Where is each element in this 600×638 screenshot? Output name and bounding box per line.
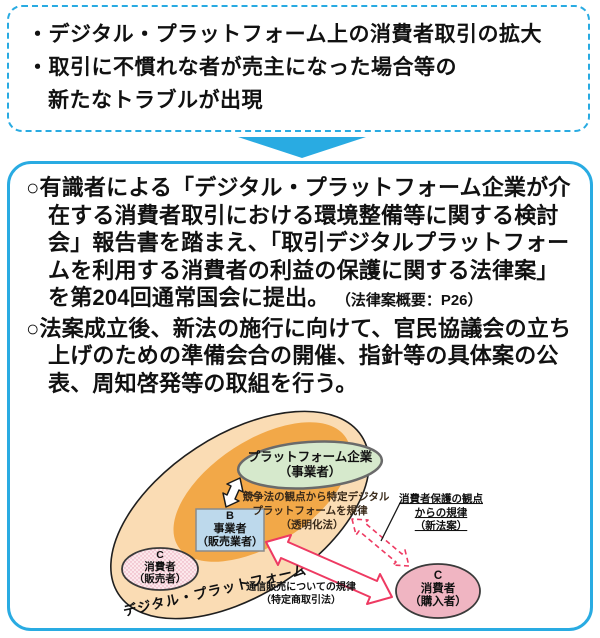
seller-b-label-line1: B [226,510,234,522]
paragraph-law-submission-text: ○有識者による「デジタル・プラットフォーム企業が介在する消費者取引における環境整… [26,175,571,310]
competition-note-line3: （透明化法） [281,518,344,531]
response-box: ○有識者による「デジタル・プラットフォーム企業が介在する消費者取引における環境整… [7,161,593,631]
platform-company-label-line2: （事業者） [279,464,342,479]
bullet-item-2: ・取引に不慣れな者が売主になった場合等の [27,56,457,79]
platform-company-ellipse [236,440,384,490]
seller-b-box [195,508,265,552]
platform-company-label-line1: プラットフォーム企業 [248,449,373,464]
down-arrow-icon [238,137,366,158]
consumer-seller-label-line2: 消費者 [144,560,176,573]
protection-note-line2: からの規律 [415,506,468,519]
competition-note-leader-line [244,490,261,498]
company-seller-arrow-icon [222,477,244,508]
consumer-buyer-label-line2: 消費者 [421,581,456,595]
competition-note-line1: 競争法の観点から特定デジタル [243,490,390,503]
paragraph-post-enactment: ○法案成立後、新法の施行に向けて、官民協議会の立ち上げのための準備会合の開催、指… [26,315,572,396]
consumer-seller-ellipse [121,547,199,591]
platform-diagram: プラットフォーム企業 （事業者） B 事業者 （販売業者） 競争法の観点から特定… [110,410,483,620]
consumer-seller-label-line1: C [156,549,164,561]
consumer-buyer-label-line3: （購入者） [409,594,467,608]
bullet-item-2-wrap: 新たなトラブルが出現 [48,89,263,112]
law-summary-page-note: （法律案概要：P26） [335,292,483,309]
mail-order-note-line2: （特定商取引法） [261,593,341,606]
protection-note-leader-line [380,502,409,542]
consumer-buyer-label-line1: C [434,570,442,582]
seller-b-label-line2: 事業者 [214,521,247,535]
problem-box: ・デジタル・プラットフォーム上の消費者取引の拡大 ・取引に不慣れな者が売主になっ… [7,5,590,132]
mail-order-note-line1: 通信販売についての規律 [246,580,356,593]
protection-note-line1: 消費者保護の観点 [399,492,483,505]
consumer-seller-label-line3: （販売者） [134,572,187,585]
seller-b-label-line3: （販売業者） [197,534,263,548]
bullet-item-1: ・デジタル・プラットフォーム上の消費者取引の拡大 [27,23,542,46]
transaction-arrow-icon [265,534,393,605]
competition-note-line2: プラットフォームを規律 [252,504,368,517]
paragraph-law-submission: ○有識者による「デジタル・プラットフォーム企業が介在する消費者取引における環境整… [26,174,576,315]
new-law-dashed-arrow-icon [351,518,410,567]
consumer-buyer-ellipse [395,563,481,619]
protection-note-line3: （新法案） [415,519,468,532]
